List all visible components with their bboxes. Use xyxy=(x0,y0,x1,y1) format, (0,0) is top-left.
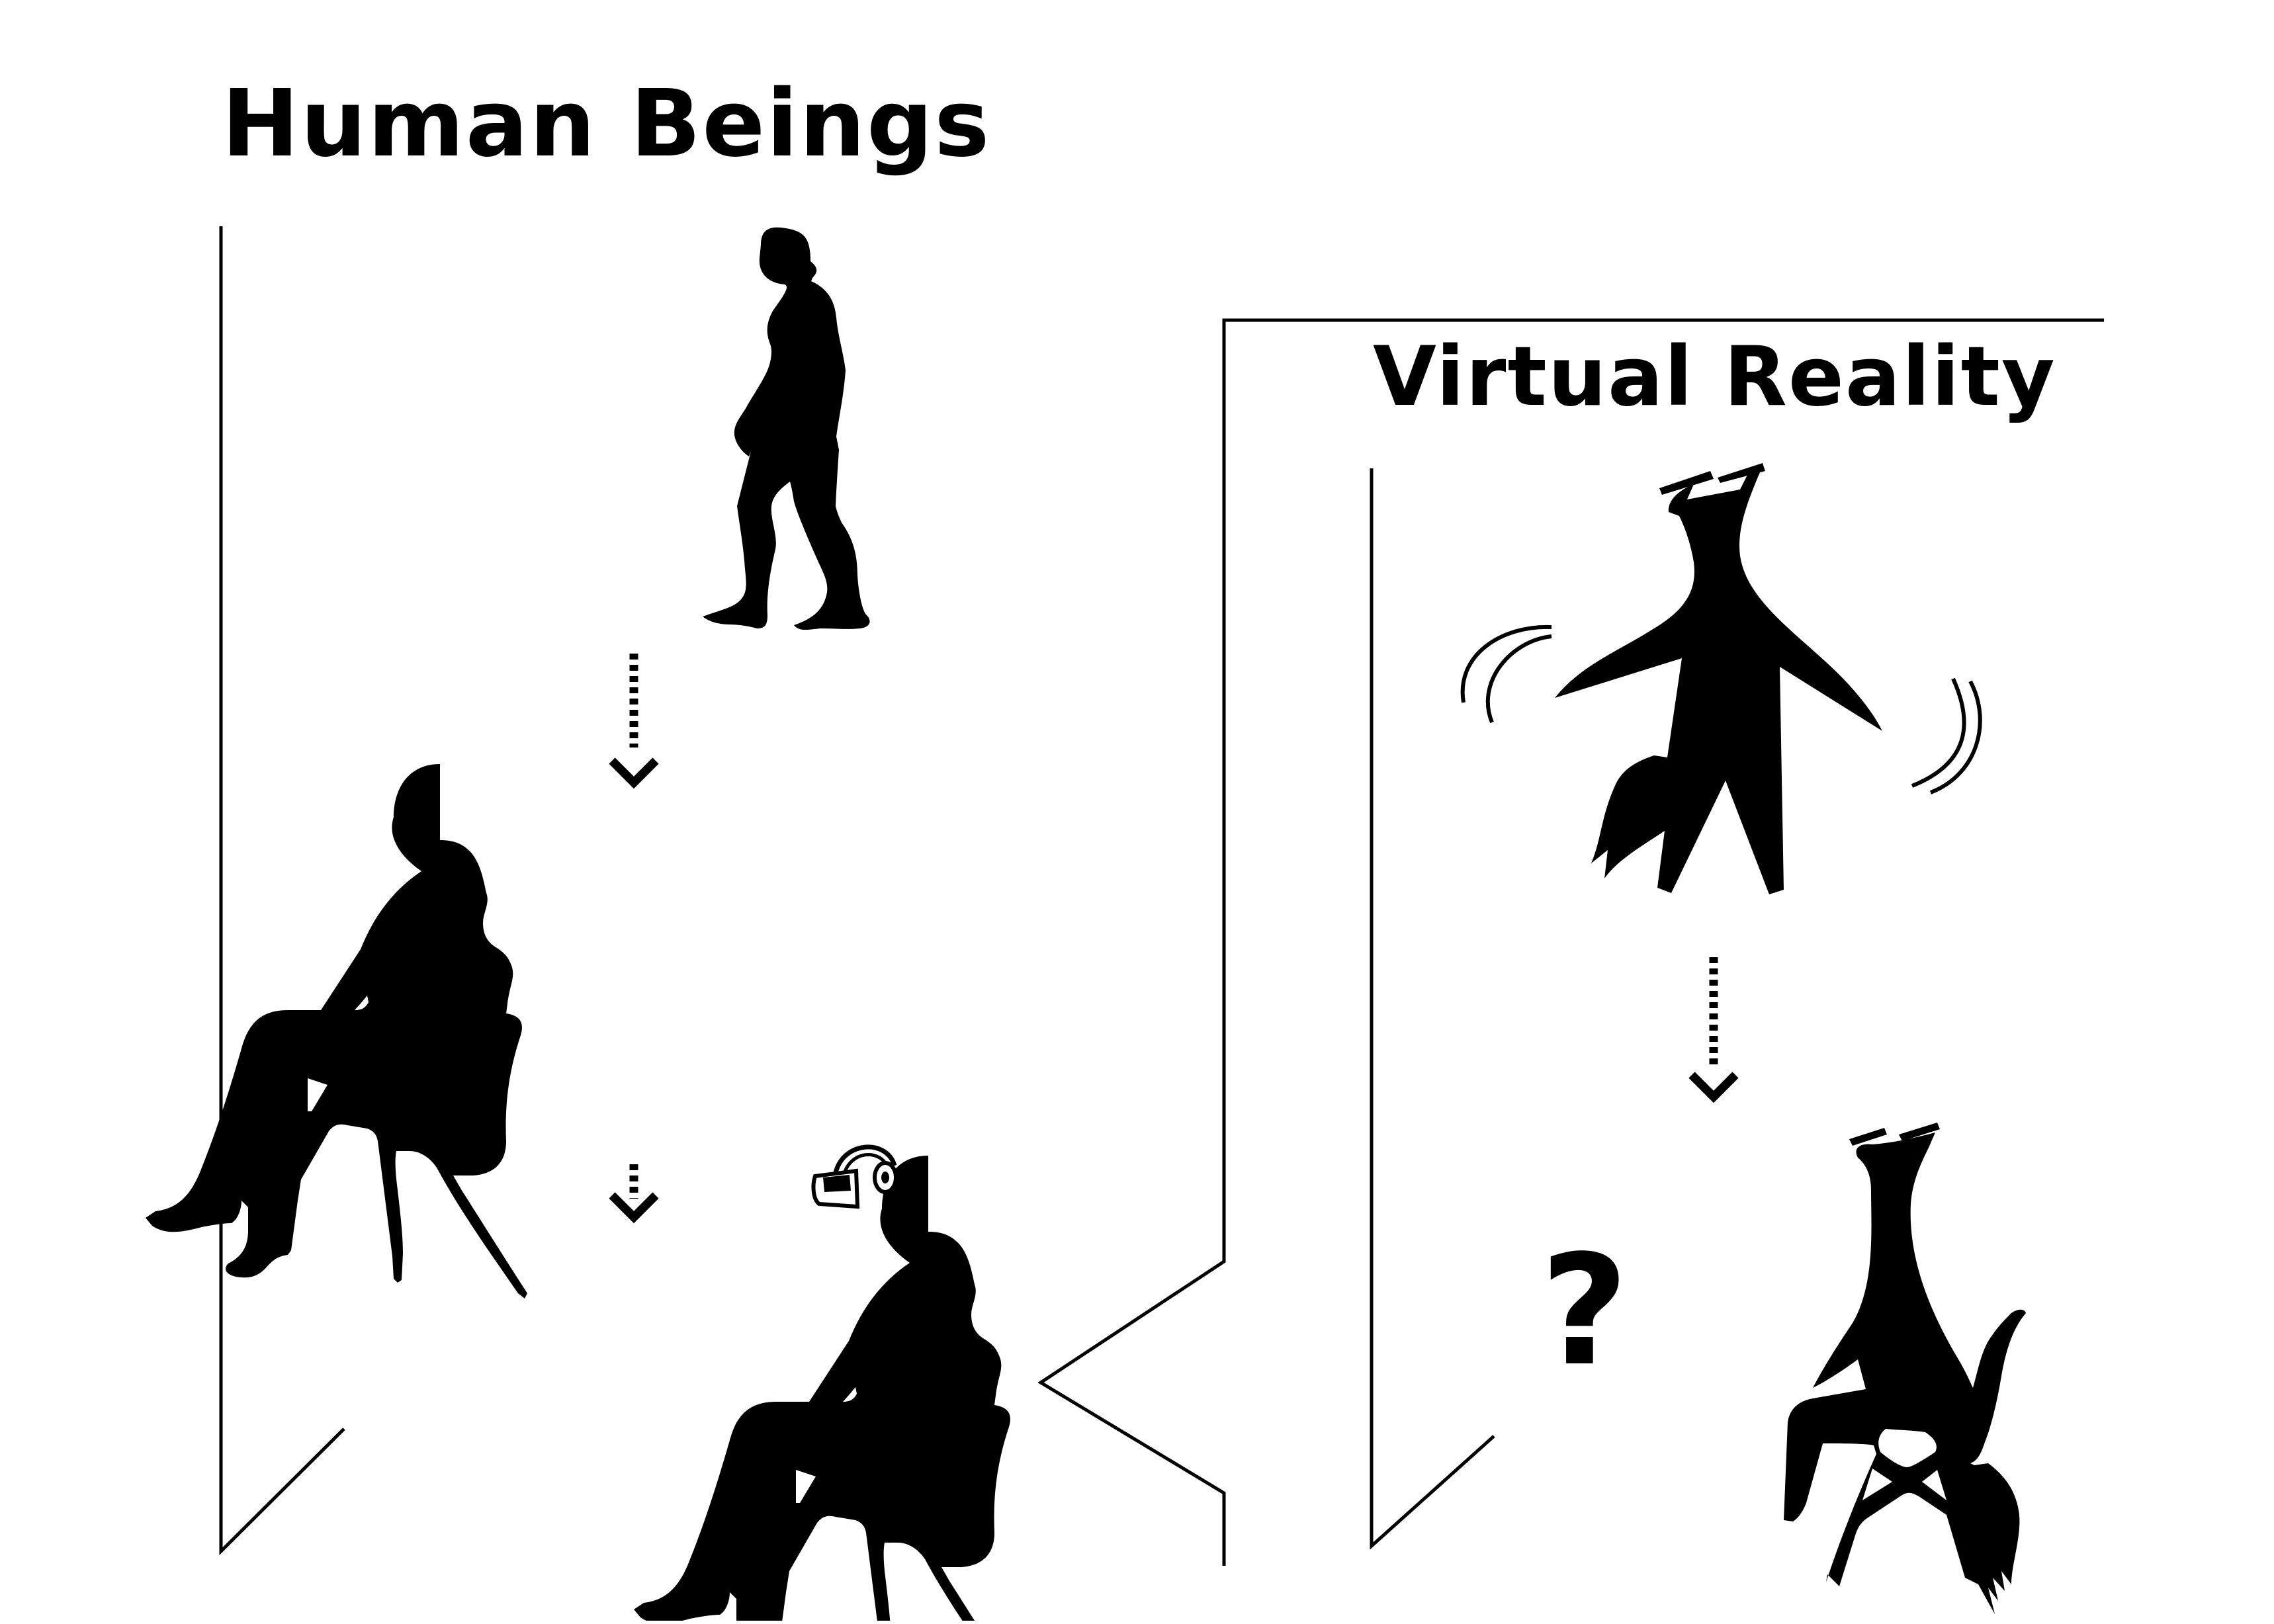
vr-headset-icon xyxy=(811,1144,898,1209)
title-human-beings: Human Beings xyxy=(222,70,991,178)
vr-bracket xyxy=(1370,468,1495,1550)
question-mark-label: ? xyxy=(1540,1223,1629,1400)
human-bracket xyxy=(219,226,345,1556)
seated-person-silhouette xyxy=(146,764,527,1299)
arrow-vr-body-to-chair xyxy=(1688,957,1739,1103)
vr-upside-down-body xyxy=(1460,463,1982,894)
motion-lines xyxy=(1460,624,1982,794)
vr-inverted-chair-body xyxy=(1784,1123,2026,1614)
walking-person-silhouette xyxy=(703,227,870,630)
vr-panel-border xyxy=(1037,318,2104,1566)
frame-lines xyxy=(219,226,2104,1566)
arrow-walk-to-sit xyxy=(609,654,659,789)
arrow-sit-to-vr xyxy=(609,1164,659,1224)
title-virtual-reality: Virtual Reality xyxy=(1373,329,2056,425)
vr-user-silhouette xyxy=(634,1156,1016,1624)
